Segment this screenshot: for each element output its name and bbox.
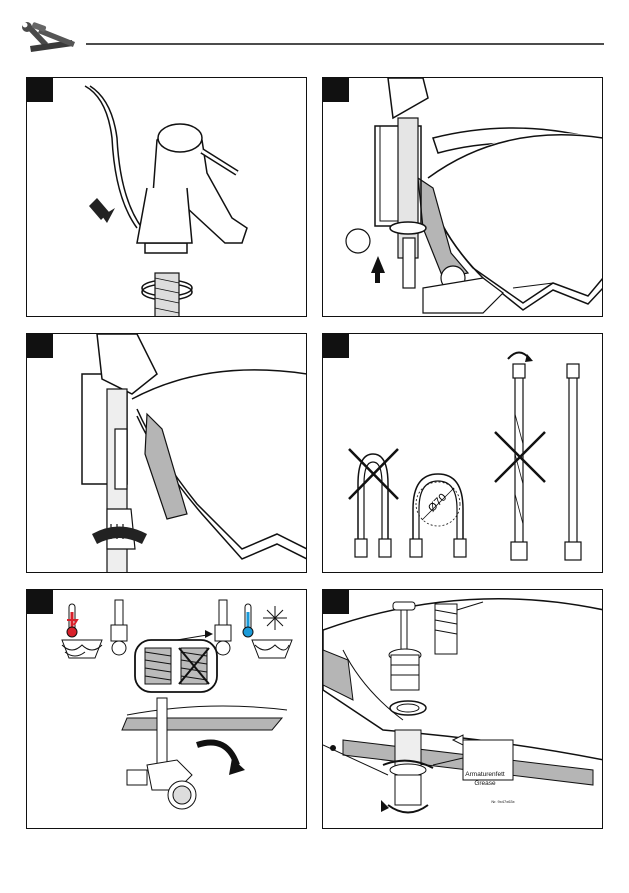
hose-bending-illustration: Ø70 (323, 334, 603, 573)
step-badge (27, 334, 53, 358)
step-panel-6: Armaturenfett Grease Nr. 9x47x63x (322, 589, 603, 829)
hose-correct-bend: Ø70 (410, 474, 466, 557)
hose-twisted (495, 353, 545, 561)
diameter-label: Ø70 (426, 491, 449, 514)
page-header (0, 0, 629, 70)
thermometer-hot-icon (67, 604, 77, 637)
header-graphic (0, 0, 629, 70)
grease-part-number: Nr. 9x47x63x (488, 797, 518, 806)
faucet-illustration (27, 78, 307, 317)
thermometer-cold-icon (243, 604, 253, 637)
grease-label-line2: Grease (455, 779, 515, 788)
faucet-mounting-illustration (323, 78, 603, 317)
step-panel-5 (26, 589, 307, 829)
step-panel-4: Ø70 (322, 333, 603, 573)
drain-assembly-illustration (323, 590, 603, 829)
snowflake-icon (263, 606, 287, 630)
step-badge (323, 334, 349, 358)
step-badge (27, 78, 53, 102)
hose-wrong-bend (349, 449, 398, 557)
step-panel-1 (26, 77, 307, 317)
wrench-screwdriver-icon (22, 22, 75, 52)
step-badge (323, 78, 349, 102)
grease-label-line1: Armaturenfett (455, 770, 515, 779)
callout-marker-1 (346, 229, 370, 253)
step-badge (27, 590, 53, 614)
tightening-illustration (27, 334, 307, 573)
step-badge (323, 590, 349, 614)
hose-connection-illustration (27, 590, 307, 829)
hose-straight (565, 364, 581, 560)
step-panel-3 (26, 333, 307, 573)
step-panel-2 (322, 77, 603, 317)
